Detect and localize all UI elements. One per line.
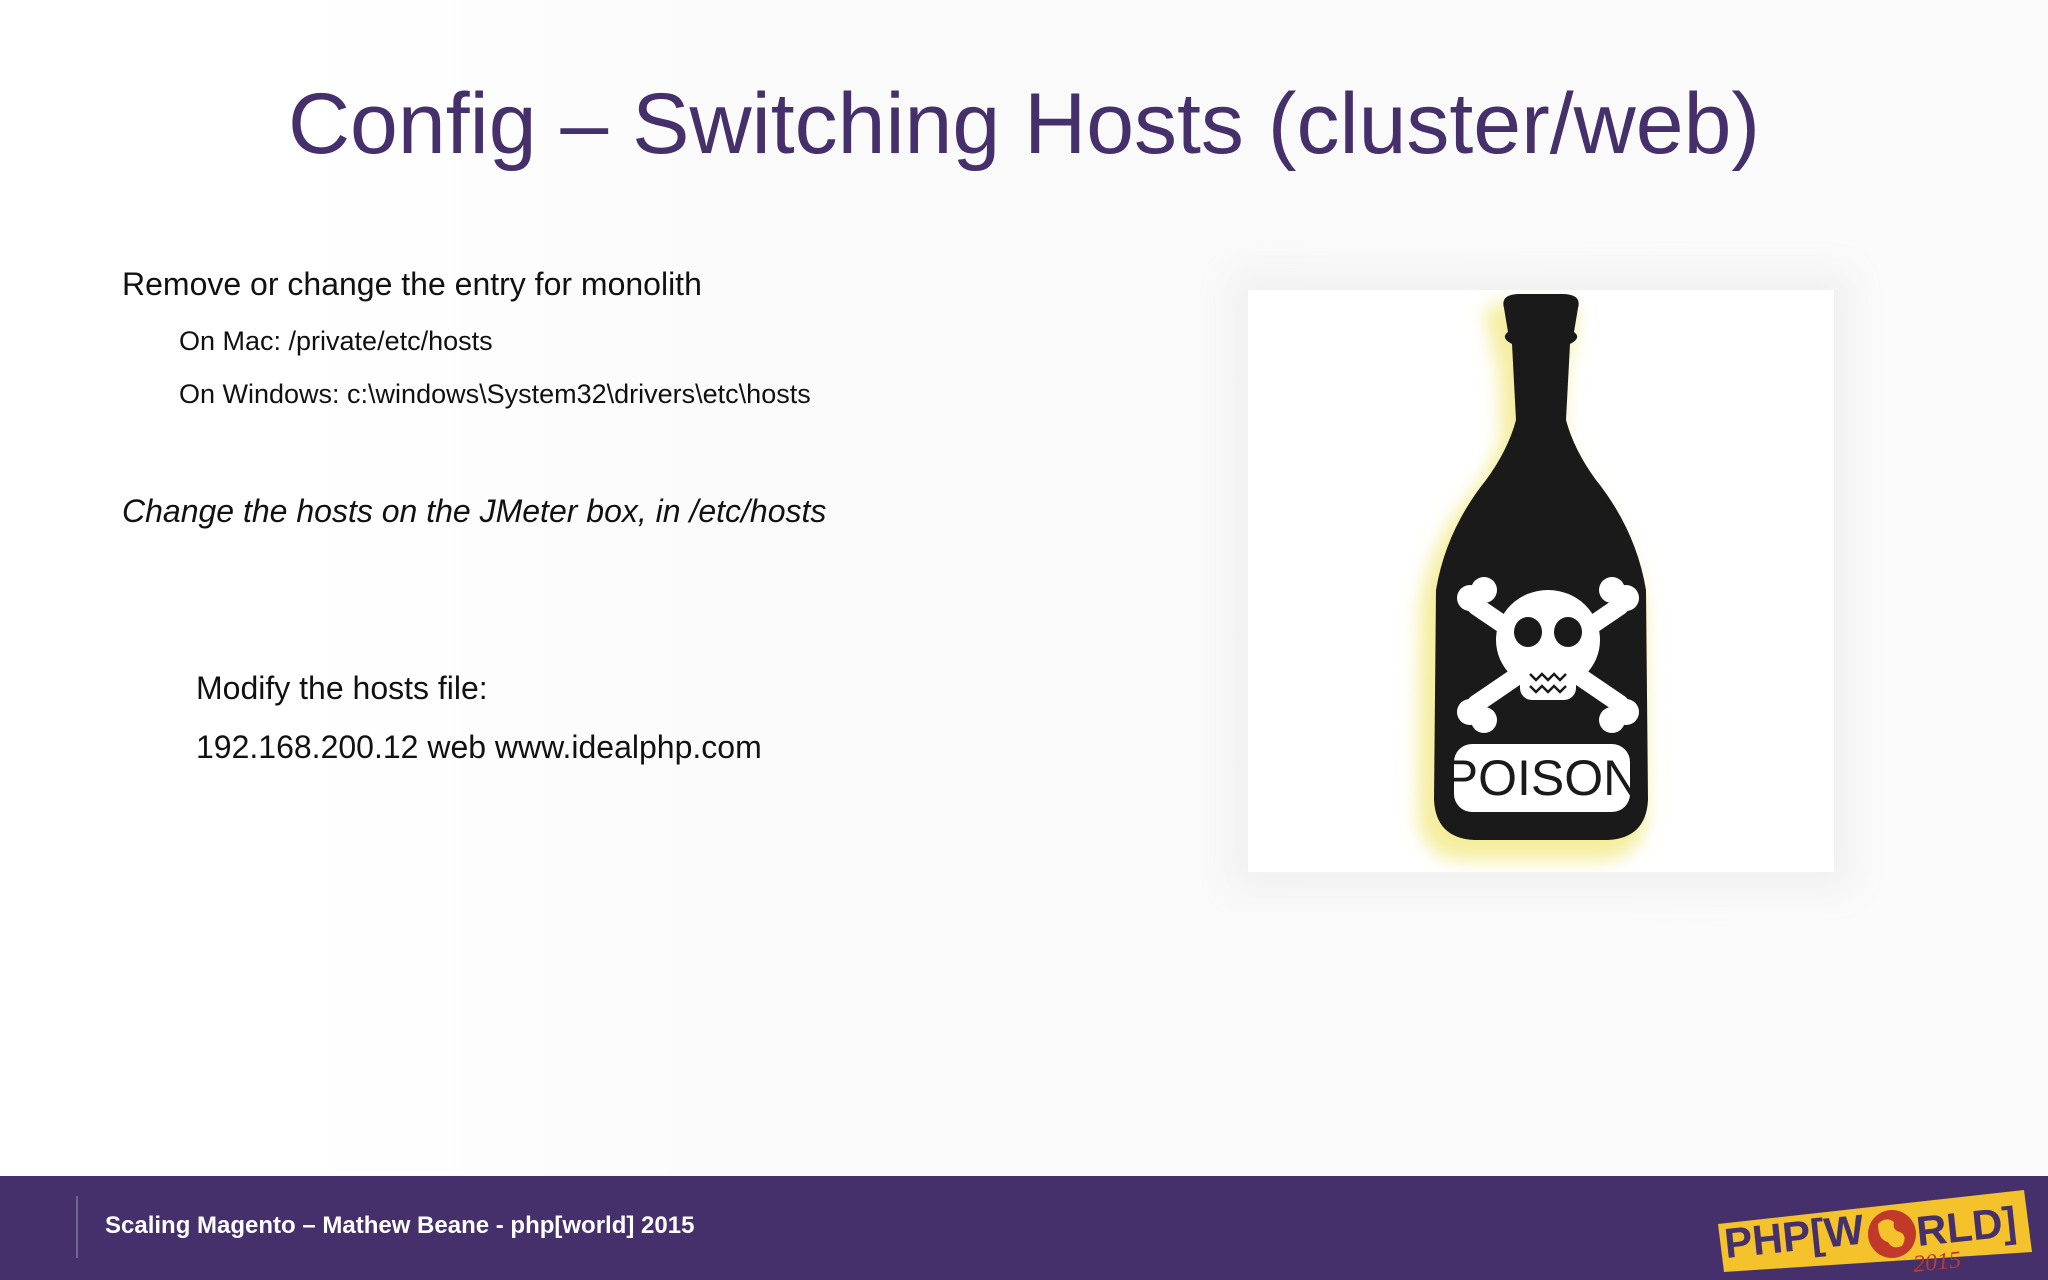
phpworld-logo: PHP[W RLD] 2015 xyxy=(1714,1180,2034,1280)
footer-divider xyxy=(76,1196,78,1258)
jmeter-hosts-note: Change the hosts on the JMeter box, in /… xyxy=(122,493,827,529)
windows-hosts-path: On Windows: c:\windows\System32\drivers\… xyxy=(179,379,811,409)
logo-text-right: RLD] xyxy=(1914,1198,2019,1255)
hosts-entry-line: 192.168.200.12 web www.idealphp.com xyxy=(196,729,762,765)
footer-text: Scaling Magento – Mathew Beane - php[wor… xyxy=(105,1212,695,1239)
mac-hosts-path: On Mac: /private/etc/hosts xyxy=(179,326,493,356)
poison-bottle-image: POISON xyxy=(1248,290,1834,872)
remove-entry-text: Remove or change the entry for monolith xyxy=(122,266,702,302)
modify-hosts-label: Modify the hosts file: xyxy=(196,670,488,706)
slide-title: Config – Switching Hosts (cluster/web) xyxy=(287,76,1761,172)
logo-year: 2015 xyxy=(1912,1247,1962,1278)
phpworld-logo-icon: PHP[W RLD] 2015 xyxy=(1718,1190,2032,1278)
poison-label: POISON xyxy=(1445,750,1639,806)
poison-bottle-icon: POISON xyxy=(1418,294,1648,860)
footer-bar: Scaling Magento – Mathew Beane - php[wor… xyxy=(0,1176,2048,1280)
